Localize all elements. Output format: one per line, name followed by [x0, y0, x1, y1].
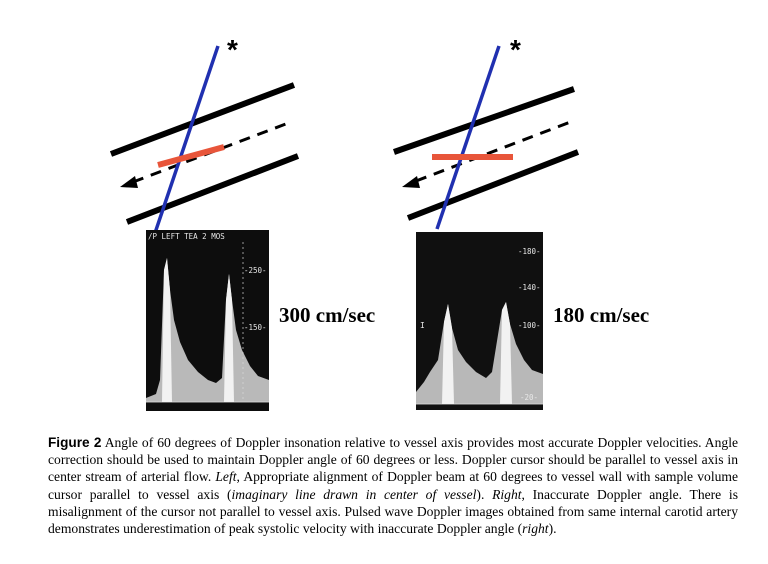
right-velocity-label: 180 cm/sec [553, 303, 650, 327]
figure-caption: Figure 2 Angle of 60 degrees of Doppler … [48, 434, 738, 537]
right-scale-label-180: -180- [518, 247, 541, 256]
caption-right-word-2: right [522, 521, 549, 537]
left-waveform-header: /P LEFT TEA 2 MOS [148, 232, 225, 241]
right-doppler-beam [435, 45, 501, 230]
right-vessel-diagram [393, 45, 580, 230]
caption-left-word: Left [215, 469, 237, 485]
right-vessel-upper-wall [393, 86, 575, 155]
caption-text-5: ). [548, 521, 557, 537]
right-scale-label-140: -140- [518, 283, 541, 292]
right-scale-label-100: -100- [518, 321, 541, 330]
left-scale-label-high: -250- [244, 266, 267, 275]
left-waveform-trace [146, 258, 269, 402]
left-vessel-lower-wall [125, 153, 300, 225]
caption-text-4: , Inaccurate Doppler angle. There is mis… [48, 486, 739, 537]
left-scale-label-low: -150- [244, 323, 267, 332]
figure-label: Figure 2 [48, 435, 102, 450]
caption-text-2: , Appropriate alignment of Doppler beam … [48, 469, 739, 502]
caption-right-word: Right [492, 486, 522, 502]
right-waveform-marker: I [420, 321, 425, 330]
left-doppler-beam [153, 45, 220, 234]
right-asterisk: * [510, 34, 521, 65]
left-vessel-upper-wall [109, 82, 296, 157]
left-velocity-label: 300 cm/sec [279, 303, 376, 327]
left-asterisk: * [227, 34, 238, 65]
left-vessel-diagram [109, 45, 300, 234]
left-doppler-waveform-image: /P LEFT TEA 2 MOS -250- -150- [146, 230, 269, 411]
right-scale-label-20: -20- [520, 393, 538, 402]
right-flow-arrowhead [402, 176, 420, 188]
left-flow-arrowhead [120, 176, 138, 188]
caption-text-1: Angle of 60 degrees of Doppler insonatio… [48, 435, 739, 485]
vessel-diagram [109, 45, 580, 234]
left-sample-cursor [157, 144, 225, 168]
caption-text-3: ). [476, 486, 493, 502]
right-doppler-waveform-image: -180- -140- -100- -20- I [416, 232, 543, 410]
right-flow-dashed-line [415, 119, 574, 183]
right-vessel-lower-wall [406, 149, 580, 221]
caption-italic-phrase: imaginary line drawn in center of vessel [231, 486, 477, 502]
